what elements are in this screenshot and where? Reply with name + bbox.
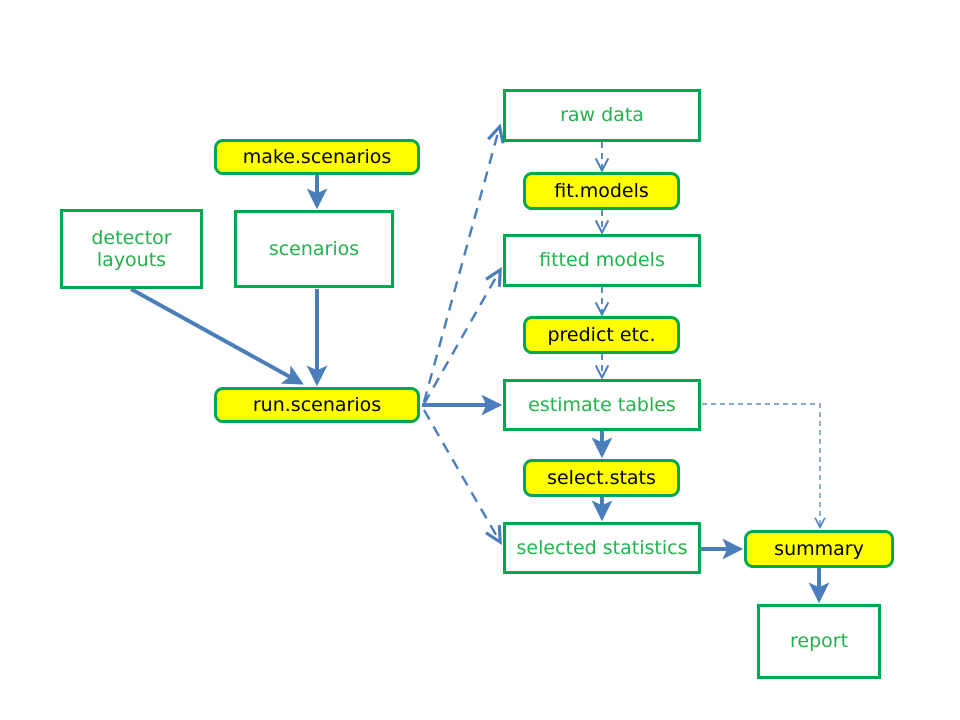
node-summary-label: summary — [774, 537, 864, 560]
node-run-scenarios[interactable]: run.scenarios — [214, 387, 420, 423]
edge-detector-layouts-to-run-scenarios — [130, 287, 304, 385]
node-scenarios[interactable]: scenarios — [234, 210, 394, 288]
edge-run-scenarios-to-raw-data — [422, 129, 499, 403]
edge-estimate-tables-to-summary — [702, 403, 826, 529]
node-predict-etc[interactable]: predict etc. — [523, 316, 680, 354]
edge-run-scenarios-to-fitted-models — [422, 272, 499, 405]
node-select-stats-label: select.stats — [547, 466, 656, 489]
node-selected-statistics-label: selected statistics — [516, 536, 688, 559]
node-fit-models-label: fit.models — [554, 179, 649, 202]
node-report[interactable]: report — [757, 604, 881, 679]
node-estimate-tables[interactable]: estimate tables — [503, 379, 701, 431]
node-fit-models[interactable]: fit.models — [523, 172, 680, 210]
node-estimate-tables-label: estimate tables — [528, 393, 676, 416]
node-run-scenarios-label: run.scenarios — [252, 393, 382, 416]
node-report-label: report — [789, 630, 849, 653]
node-raw-data-label: raw data — [560, 104, 644, 127]
node-select-stats[interactable]: select.stats — [523, 459, 680, 497]
edge-run-scenarios-to-selected-statistics — [422, 409, 499, 540]
node-make-scenarios-label: make.scenarios — [242, 145, 392, 168]
node-selected-statistics[interactable]: selected statistics — [503, 522, 701, 574]
node-raw-data[interactable]: raw data — [503, 89, 701, 142]
node-summary[interactable]: summary — [744, 530, 894, 568]
node-fitted-models-label: fitted models — [539, 249, 665, 272]
node-make-scenarios[interactable]: make.scenarios — [214, 139, 420, 175]
node-detector-layouts-label: detector layouts — [91, 226, 172, 271]
node-scenarios-label: scenarios — [268, 237, 360, 260]
node-detector-layouts[interactable]: detector layouts — [60, 209, 203, 289]
node-predict-etc-label: predict etc. — [547, 323, 656, 346]
node-fitted-models[interactable]: fitted models — [503, 234, 701, 287]
